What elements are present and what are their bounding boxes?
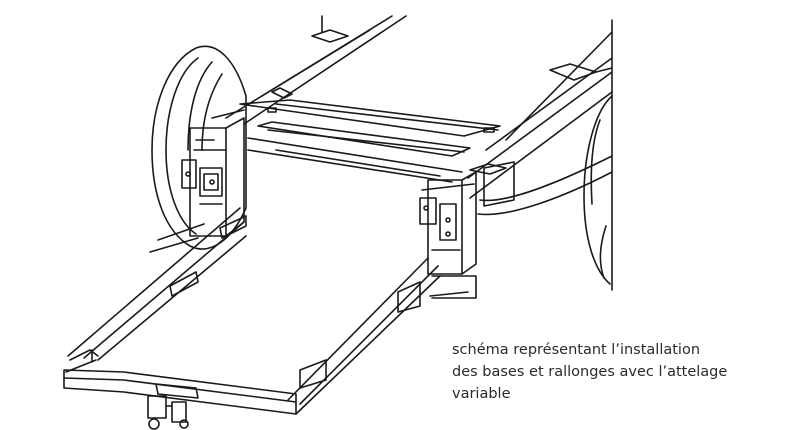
left-extension-rail (65, 207, 247, 373)
right-extension-rail (287, 257, 477, 415)
left-wheel (151, 45, 247, 250)
figure-caption: schéma représentant l’installation des b… (452, 339, 782, 405)
cross-plates (239, 99, 501, 183)
right-main-rail (467, 19, 613, 291)
caption-line: des bases et rallonges avec l’attelage (452, 364, 728, 380)
caption-line: variable (452, 386, 511, 402)
left-upright-bracket (181, 109, 245, 237)
right-wheel (583, 95, 613, 285)
hitch-coupling (147, 395, 189, 430)
front-crossbar (63, 349, 297, 415)
right-upright-bracket (419, 161, 515, 275)
left-main-rail (225, 15, 407, 125)
caption-line: schéma représentant l’installation (452, 342, 701, 358)
